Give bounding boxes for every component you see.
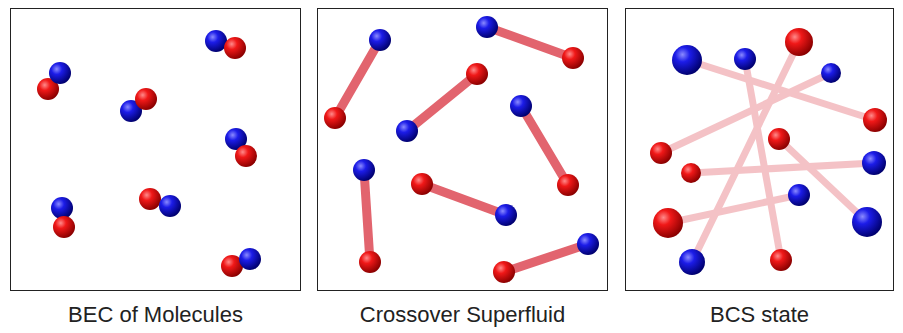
molecule-pairs [37, 30, 261, 277]
diagram-panel: Crossover Superfluid [317, 8, 608, 291]
panel-caption: BCS state [626, 302, 893, 328]
panel-caption: BEC of Molecules [11, 302, 300, 328]
diagram-panel: BEC of Molecules [10, 8, 301, 291]
crossover-pairs [324, 16, 599, 283]
diagram-panel: BCS state [625, 8, 894, 291]
panel-caption: Crossover Superfluid [318, 302, 607, 328]
cooper-pairs [650, 28, 887, 275]
